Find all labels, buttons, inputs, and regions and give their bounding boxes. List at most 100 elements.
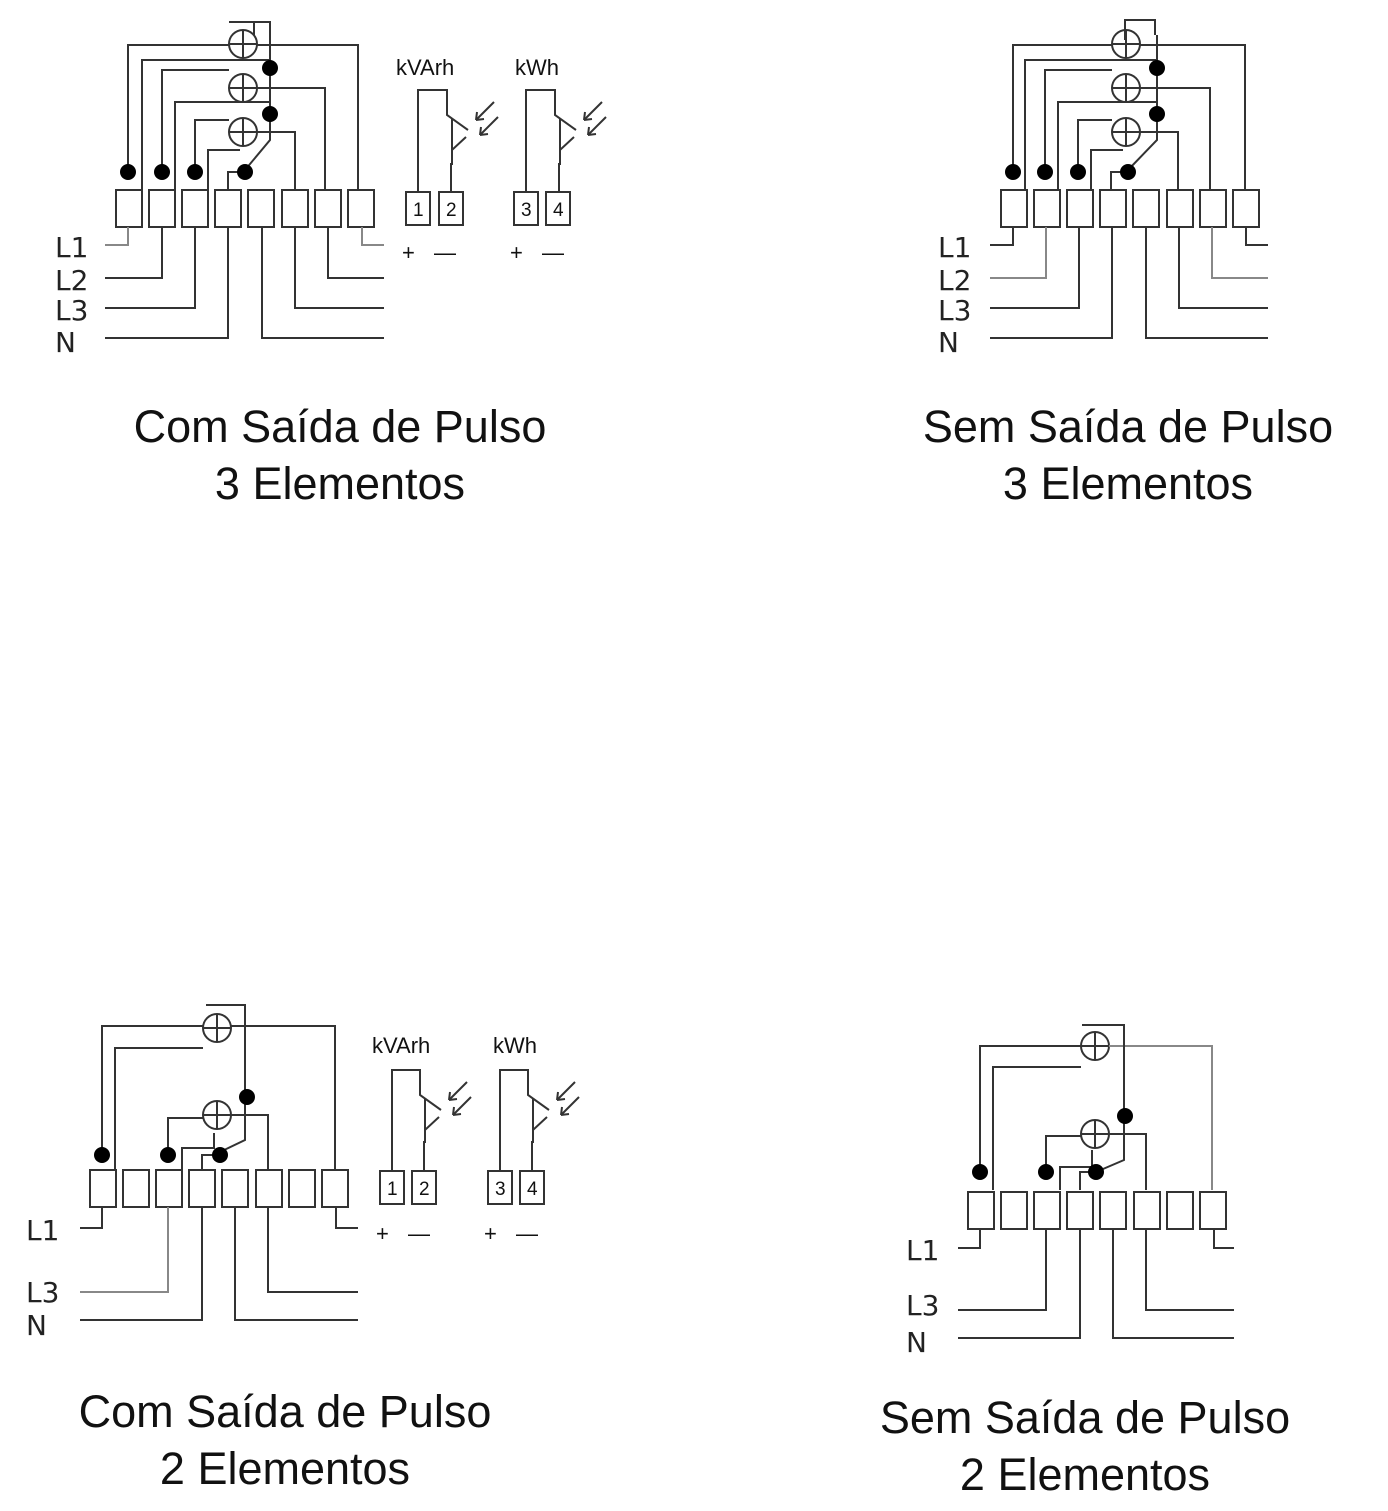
terminal-block <box>1132 189 1160 228</box>
coil-icon <box>1080 1031 1110 1061</box>
polarity-minus: — <box>516 1221 538 1246</box>
pin-label: 3 <box>495 1179 506 1200</box>
line-label-n: N <box>938 326 959 359</box>
wiring-diagram: L1 L3 N kVArh kWh 1 2 3 4 + — + — <box>26 1004 580 1342</box>
pin-label: 2 <box>419 1179 430 1200</box>
terminal-block <box>188 1169 216 1208</box>
pulse-terminal-1 <box>405 191 431 226</box>
terminal-block <box>967 1191 995 1230</box>
optocoupler-icon <box>525 89 607 192</box>
line-label-l1: L1 <box>55 231 88 264</box>
polarity-plus: + <box>484 1221 497 1246</box>
pin-label: 1 <box>387 1179 398 1200</box>
wiring-diagram: L1 L2 L3 N kVArh kWh 1 2 3 4 + — + — <box>55 21 607 359</box>
terminal-block <box>281 189 309 228</box>
caption-line-2: 3 Elementos <box>214 458 466 510</box>
polarity-plus: + <box>376 1221 389 1246</box>
line-label-n: N <box>906 1326 927 1359</box>
coil-icon <box>202 1013 232 1043</box>
coil-icon <box>1111 73 1141 103</box>
terminal-block <box>1166 189 1194 228</box>
optocoupler-icon <box>391 1069 472 1170</box>
pulse-terminal-2 <box>438 191 464 226</box>
pin-label: 3 <box>521 200 532 221</box>
pulse-label-kvarh: kVArh <box>372 1033 430 1058</box>
pulse-terminal-3 <box>487 1170 513 1205</box>
line-label-l2: L2 <box>938 264 971 297</box>
caption-line-2: 3 Elementos <box>1002 458 1254 510</box>
optocoupler-icon <box>417 89 499 192</box>
pin-label: 1 <box>413 200 424 221</box>
terminal-block <box>115 189 143 228</box>
terminal-block <box>89 1169 117 1208</box>
pin-label: 4 <box>527 1179 538 1200</box>
pin-label: 2 <box>446 200 457 221</box>
caption-line-1: Sem Saída de Pulso <box>922 401 1334 452</box>
junction-dot <box>237 164 253 180</box>
caption-line-2: 2 Elementos <box>159 1443 411 1495</box>
pin-label: 4 <box>553 200 564 221</box>
terminal-block <box>1000 1191 1028 1230</box>
polarity-minus: — <box>434 240 456 265</box>
wiring-diagram: L1 L3 N <box>906 1024 1234 1359</box>
polarity-plus: + <box>402 240 415 265</box>
terminal-block <box>1066 189 1094 228</box>
terminal-block <box>1133 1191 1161 1230</box>
terminal-block <box>1033 1191 1061 1230</box>
line-label-n: N <box>55 326 76 359</box>
pulse-terminal-3 <box>513 191 539 226</box>
diagram-com-3-elementos: L1 L2 L3 N kVArh kWh 1 2 3 4 + — + — <box>0 0 640 380</box>
terminal-block <box>1099 189 1127 228</box>
terminal-block <box>255 1169 283 1208</box>
pulse-label-kwh: kWh <box>515 55 559 80</box>
caption-line-1: Com Saída de Pulso <box>78 1386 492 1437</box>
polarity-minus: — <box>542 240 564 265</box>
caption-line-2: 2 Elementos <box>959 1449 1211 1501</box>
polarity-minus: — <box>408 1221 430 1246</box>
terminal-block <box>1066 1191 1094 1230</box>
diagram-caption: Sem Saída de Pulso 2 Elementos <box>820 1389 1350 1503</box>
diagram-caption: Com Saída de Pulso 3 Elementos <box>40 398 640 512</box>
terminal-block <box>122 1169 150 1208</box>
terminal-block <box>1000 189 1028 228</box>
pulse-terminal-2 <box>411 1170 437 1205</box>
line-label-l3: L3 <box>55 294 88 327</box>
junction-dot <box>187 164 203 180</box>
coil-icon <box>228 29 258 59</box>
line-label-l2: L2 <box>55 264 88 297</box>
line-label-l3: L3 <box>906 1289 939 1322</box>
caption-line-1: Sem Saída de Pulso <box>879 1392 1291 1443</box>
terminal-block <box>1099 1191 1127 1230</box>
coil-icon <box>228 73 258 103</box>
line-label-n: N <box>26 1309 47 1342</box>
line-label-l1: L1 <box>906 1234 939 1267</box>
coil-icon <box>1080 1119 1110 1149</box>
pulse-terminal-4 <box>519 1170 545 1205</box>
pulse-label-kwh: kWh <box>493 1033 537 1058</box>
junction-dot <box>154 164 170 180</box>
line-label-l1: L1 <box>26 1214 59 1247</box>
terminal-block <box>155 1169 183 1208</box>
junction-dot <box>262 60 278 76</box>
line-label-l1: L1 <box>938 231 971 264</box>
terminal-block <box>181 189 209 228</box>
coil-icon <box>228 117 258 147</box>
terminal-block <box>247 189 275 228</box>
diagram-com-2-elementos: L1 L3 N kVArh kWh 1 2 3 4 + — + — <box>0 990 620 1360</box>
pulse-terminal-1 <box>379 1170 405 1205</box>
terminal-block <box>1166 1191 1194 1230</box>
polarity-plus: + <box>510 240 523 265</box>
pulse-label-kvarh: kVArh <box>396 55 454 80</box>
junction-dot <box>262 106 278 122</box>
optocoupler-icon <box>499 1069 580 1170</box>
terminal-block <box>148 189 176 228</box>
terminal-block <box>214 189 242 228</box>
terminal-block <box>1199 1191 1227 1230</box>
terminal-block <box>1232 189 1260 228</box>
pulse-terminal-4 <box>545 191 571 226</box>
line-label-l3: L3 <box>938 294 971 327</box>
terminal-block <box>321 1169 349 1208</box>
terminal-block <box>347 189 375 228</box>
terminal-block <box>288 1169 316 1208</box>
diagram-sem-3-elementos: L1 L2 L3 N <box>880 0 1300 380</box>
